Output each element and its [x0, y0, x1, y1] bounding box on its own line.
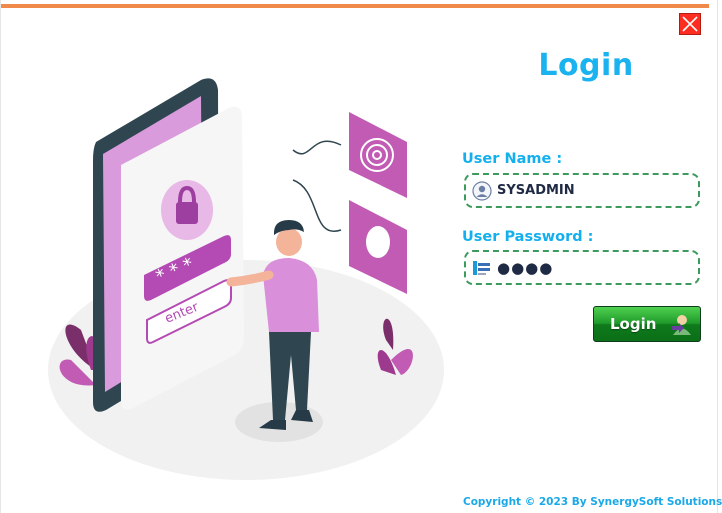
password-icon — [471, 257, 493, 279]
close-button[interactable] — [679, 13, 701, 35]
plant-right-icon — [377, 318, 413, 375]
copyright-text: Copyright © 2023 By SynergySoft Solution… — [463, 496, 722, 508]
username-value: SYSADMIN — [497, 183, 575, 198]
user-icon — [471, 180, 493, 202]
login-button-label: Login — [610, 315, 657, 333]
close-icon — [682, 16, 698, 32]
page-title: Login — [538, 48, 634, 83]
login-button[interactable]: Login — [593, 306, 701, 342]
password-label: User Password : — [462, 229, 594, 245]
username-field[interactable]: SYSADMIN — [464, 173, 700, 208]
password-value: ●●●● — [497, 258, 554, 277]
login-illustration: * * * enter — [48, 78, 444, 480]
user-login-icon — [672, 315, 691, 335]
username-label: User Name : — [462, 151, 563, 167]
password-field[interactable]: ●●●● — [464, 250, 700, 285]
accent-bar — [1, 4, 709, 8]
